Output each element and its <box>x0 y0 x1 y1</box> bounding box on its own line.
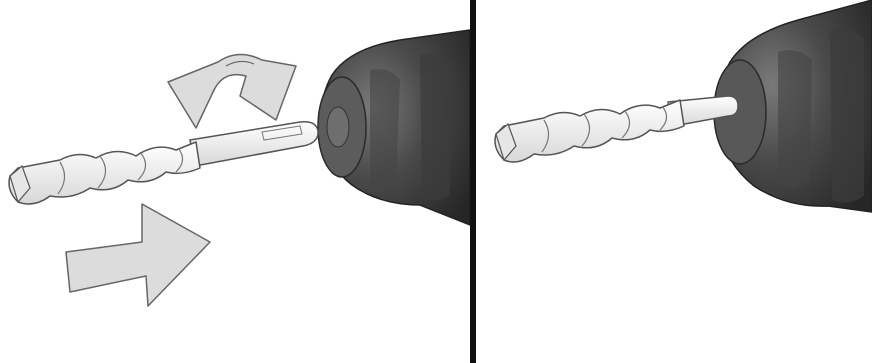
drill-chuck <box>713 0 872 213</box>
panel-divider <box>470 0 476 363</box>
drill-bit <box>8 120 319 205</box>
rotate-arrow-icon <box>167 53 297 129</box>
push-arrow-icon <box>65 203 211 307</box>
panel-bit-inserted-illustration <box>494 0 872 213</box>
drill-bit <box>494 95 739 163</box>
drill-chuck <box>317 29 470 226</box>
panel-insert-bit <box>8 29 470 307</box>
panel-insert-bit-illustration <box>8 29 470 307</box>
panel-bit-inserted <box>478 0 872 363</box>
